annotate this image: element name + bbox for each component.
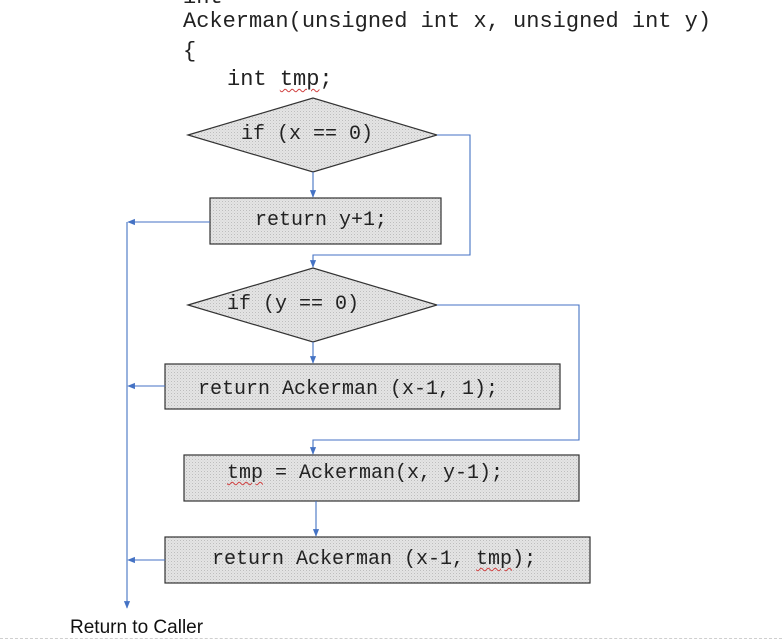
return-ack-x1-1-box xyxy=(164,363,561,410)
function-signature: Ackerman(unsigned int x, unsigned int y) xyxy=(183,9,712,34)
connector-d1-no xyxy=(309,134,471,268)
decl-prefix: int xyxy=(227,67,280,92)
code-keyword-int: int xyxy=(183,0,223,10)
assign-tmp-var: tmp xyxy=(227,462,264,485)
open-brace: { xyxy=(183,39,197,64)
assign-tmp-box xyxy=(183,454,580,502)
return-y-plus-1-box xyxy=(209,197,442,245)
page-bottom-rule xyxy=(0,638,782,639)
decision-x-label: if (x == 0) xyxy=(241,123,374,146)
return-to-caller-label: Return to Caller xyxy=(70,617,204,638)
return-ack-tmp-label: return Ackerman (x-1, tmp); xyxy=(212,549,536,571)
assign-tmp-label: tmp = Ackerman(x, y-1); xyxy=(227,463,503,485)
return-ack-tmp-suffix: ); xyxy=(512,548,537,571)
return-ack-tmp-prefix: return Ackerman (x-1, xyxy=(212,548,477,571)
decl-suffix: ; xyxy=(319,67,333,92)
return-ack-tmp-box xyxy=(164,536,591,584)
assign-tmp-rest: = Ackerman(x, y-1); xyxy=(263,462,504,485)
decision-y-label: if (y == 0) xyxy=(227,293,360,316)
return-ack-x1-1-label: return Ackerman (x-1, 1); xyxy=(198,378,499,401)
connector-d2-no xyxy=(309,304,580,455)
return-y-plus-1-label: return y+1; xyxy=(255,209,388,232)
return-ack-tmp-var: tmp xyxy=(476,548,513,571)
decl-variable: tmp xyxy=(279,67,320,92)
variable-declaration: int tmp; xyxy=(227,68,333,92)
